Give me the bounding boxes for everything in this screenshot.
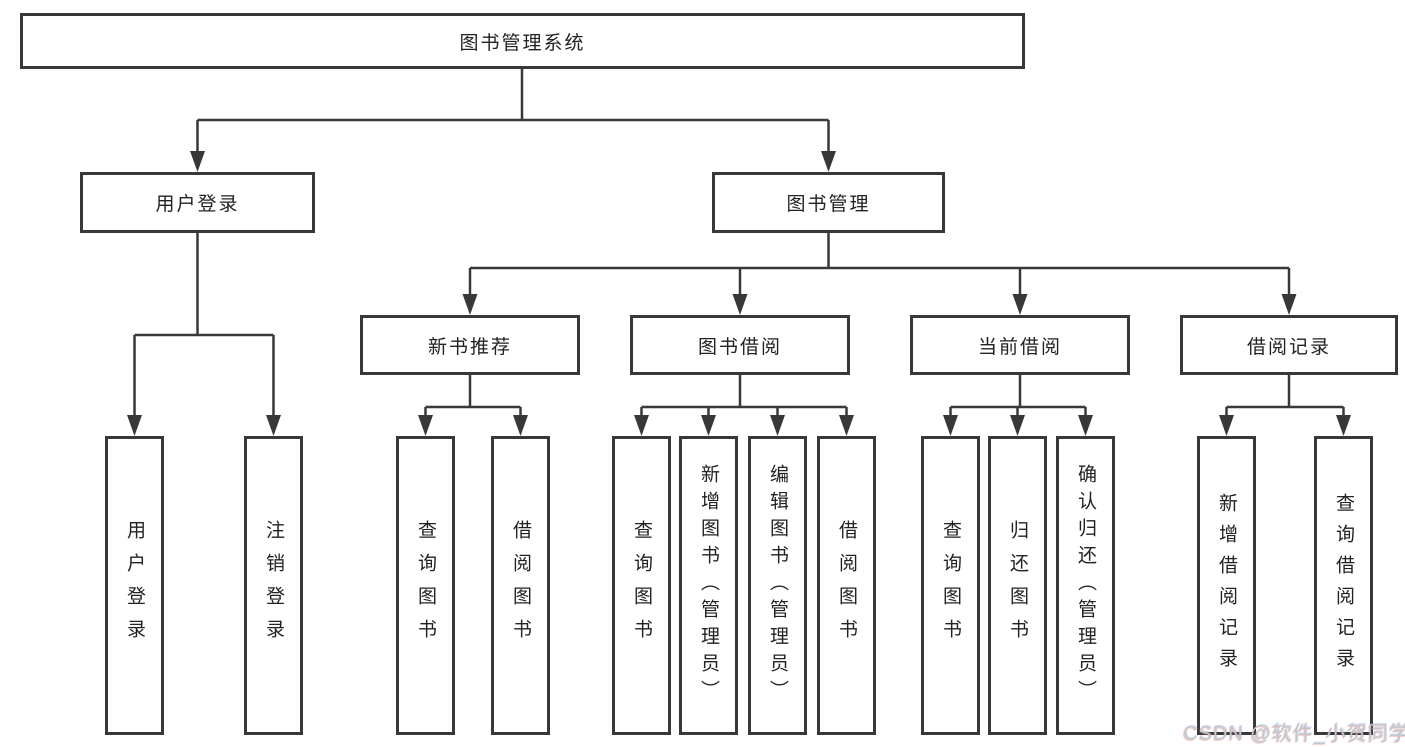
leaf-recommend-query-books: 查询图书 (396, 436, 455, 735)
node-new-book-recommend: 新书推荐 (360, 315, 580, 375)
leaf-label: 新增图书（管理员） (698, 464, 719, 707)
node-label: 借阅记录 (1246, 336, 1331, 358)
node-current-borrow: 当前借阅 (910, 315, 1130, 375)
node-label: 图书管理 (786, 194, 871, 215)
leaf-confirm-return-admin: 确认归还（管理员） (1056, 436, 1115, 735)
leaf-recommend-borrow-books: 借阅图书 (491, 436, 550, 735)
leaf-edit-books-admin: 编辑图书（管理员） (748, 436, 807, 735)
leaf-add-books-admin: 新增图书（管理员） (679, 436, 738, 735)
node-borrow-records: 借阅记录 (1180, 315, 1398, 375)
leaf-current-query-books: 查询图书 (921, 436, 980, 735)
node-label: 用户登录 (155, 194, 240, 215)
leaf-label: 查询图书 (940, 519, 961, 652)
leaf-user-login: 用户登录 (105, 436, 164, 735)
node-label: 图书借阅 (697, 336, 782, 358)
leaf-borrow-query-books: 查询图书 (612, 436, 671, 735)
leaf-add-borrow-record: 新增借阅记录 (1197, 436, 1256, 735)
leaf-label: 用户登录 (124, 519, 145, 652)
leaf-label: 借阅图书 (510, 519, 531, 652)
node-root-library-system: 图书管理系统 (20, 13, 1025, 69)
node-book-management: 图书管理 (712, 172, 945, 233)
leaf-return-books: 归还图书 (988, 436, 1047, 735)
leaf-label: 注销登录 (263, 519, 284, 652)
leaf-label: 查询图书 (631, 519, 652, 652)
node-user-login: 用户登录 (80, 172, 315, 233)
node-label: 图书管理系统 (459, 32, 586, 54)
leaf-label: 查询借阅记录 (1333, 492, 1354, 679)
csdn-watermark: CSDN @软件_小贺同学 (1183, 723, 1405, 745)
leaf-borrow-books: 借阅图书 (817, 436, 876, 735)
leaf-query-borrow-record: 查询借阅记录 (1314, 436, 1373, 735)
node-book-borrow: 图书借阅 (630, 315, 850, 375)
leaf-label: 查询图书 (415, 519, 436, 652)
leaf-label: 借阅图书 (836, 519, 857, 652)
leaf-label: 归还图书 (1007, 519, 1028, 652)
leaf-label: 编辑图书（管理员） (767, 464, 788, 707)
node-label: 新书推荐 (427, 336, 512, 358)
arrowheads (127, 151, 1351, 436)
leaf-label: 确认归还（管理员） (1075, 464, 1096, 707)
leaf-label: 新增借阅记录 (1216, 492, 1237, 679)
leaf-logout: 注销登录 (244, 436, 303, 735)
node-label: 当前借阅 (977, 336, 1062, 358)
